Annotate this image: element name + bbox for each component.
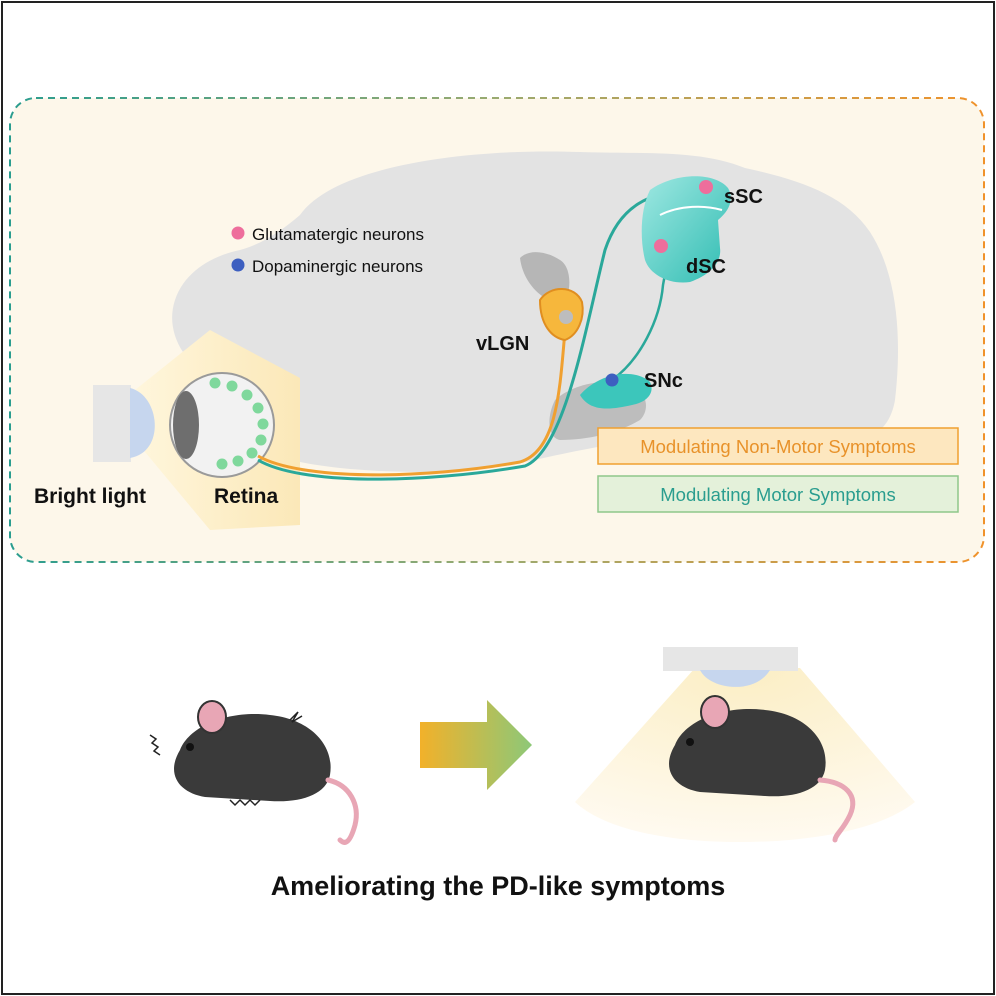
retina-label: Retina <box>214 485 279 508</box>
treatment-light-source-icon <box>663 647 798 687</box>
treated-mouse-icon <box>669 695 856 843</box>
vlgn-label: vLGN <box>476 333 529 355</box>
light-source-icon <box>93 385 155 462</box>
eye-icon <box>169 372 275 478</box>
legend-dopaminergic-marker <box>231 258 245 272</box>
legend-glutamatergic-label: Glutamatergic neurons <box>252 225 424 244</box>
dsc-label: dSC <box>686 256 726 278</box>
snc-dopaminergic-neuron <box>605 373 619 387</box>
orange-pathway <box>257 319 568 477</box>
ssc-label: sSC <box>724 186 763 208</box>
teal-pathway-to-ssc <box>257 188 691 481</box>
legend-dopaminergic-label: Dopaminergic neurons <box>252 257 423 276</box>
motor-effect-box: Modulating Motor Symptoms <box>597 475 959 513</box>
snc-region <box>580 373 652 409</box>
arrow-icon <box>420 700 532 790</box>
legend-glutamatergic-marker <box>231 226 245 240</box>
superior-colliculus <box>641 176 731 283</box>
bright-light-label: Bright light <box>34 485 146 508</box>
legend: Glutamatergic neurons Dopaminergic neuro… <box>231 225 424 276</box>
vlgn-region <box>538 288 584 342</box>
conclusion-text: Ameliorating the PD-like symptoms <box>271 871 726 901</box>
ssc-glutamatergic-neuron <box>699 180 713 194</box>
non-motor-effect-label: Modulating Non-Motor Symptoms <box>640 436 916 457</box>
dsc-glutamatergic-neuron <box>654 239 668 253</box>
retina-cells <box>209 377 269 470</box>
non-motor-effect-box: Modulating Non-Motor Symptoms <box>597 427 959 465</box>
mouse-icon <box>149 700 359 845</box>
motor-effect-label: Modulating Motor Symptoms <box>660 484 895 505</box>
snc-label: SNc <box>644 370 683 392</box>
